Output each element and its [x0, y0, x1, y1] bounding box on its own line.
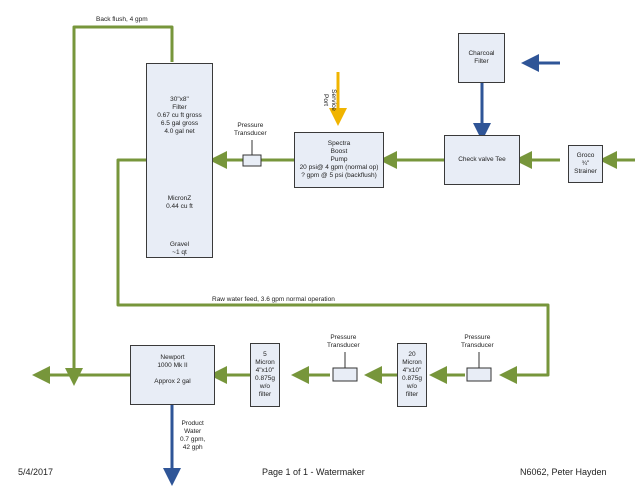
label-raw-water-feed: Raw water feed, 3.6 gpm normal operation [212, 296, 335, 303]
filter-5-micron: 5 Micron 4"x10" 0.875g w/o filter [250, 343, 280, 407]
charcoal-filter: Charcoal Filter [458, 33, 505, 83]
groco-strainer: Groco ¾" Strainer [568, 145, 603, 183]
label-pressure-transducer-middle: Pressure Transducer [327, 334, 360, 349]
pipe-filter-outlet [116, 158, 550, 384]
check-valve-tee: Check valve Tee [444, 135, 520, 185]
label-back-flush: Back flush, 4 gpm [96, 16, 148, 23]
footer-date: 5/4/2017 [18, 467, 54, 477]
label-product-water: Product Water 0.7 gpm, 42 gph [180, 420, 206, 451]
footer-author: N6062, Peter Hayden [520, 467, 607, 477]
pressure-transducer-right [466, 367, 492, 382]
label-pressure-transducer-upper: Pressure Transducer [234, 122, 267, 137]
filter-20-micron: 20 Micron 4"x10" 0.875g w/o filter [397, 343, 427, 407]
filter-top-section: 30"x8" Filter 0.67 cu ft gross 6.5 gal g… [157, 96, 202, 135]
filter-housing [146, 63, 213, 258]
pipe-back-flush [65, 25, 174, 386]
filter-micronz-section: MicronZ 0.44 cu ft [166, 195, 193, 210]
newport-tank: Newport 1000 Mk II Approx 2 gal [130, 345, 215, 405]
pressure-transducer-upper [242, 154, 262, 167]
spectra-boost-pump: Spectra Boost Pump 20 psi@ 4 gpm (normal… [294, 132, 384, 188]
footer-title: Page 1 of 1 - Watermaker [262, 467, 365, 477]
filter-gravel-section: Gravel ~1 qt [169, 240, 190, 256]
pressure-transducer-middle [332, 367, 358, 382]
label-service-port: Service Port [321, 89, 337, 111]
label-pressure-transducer-right: Pressure Transducer [461, 334, 494, 349]
